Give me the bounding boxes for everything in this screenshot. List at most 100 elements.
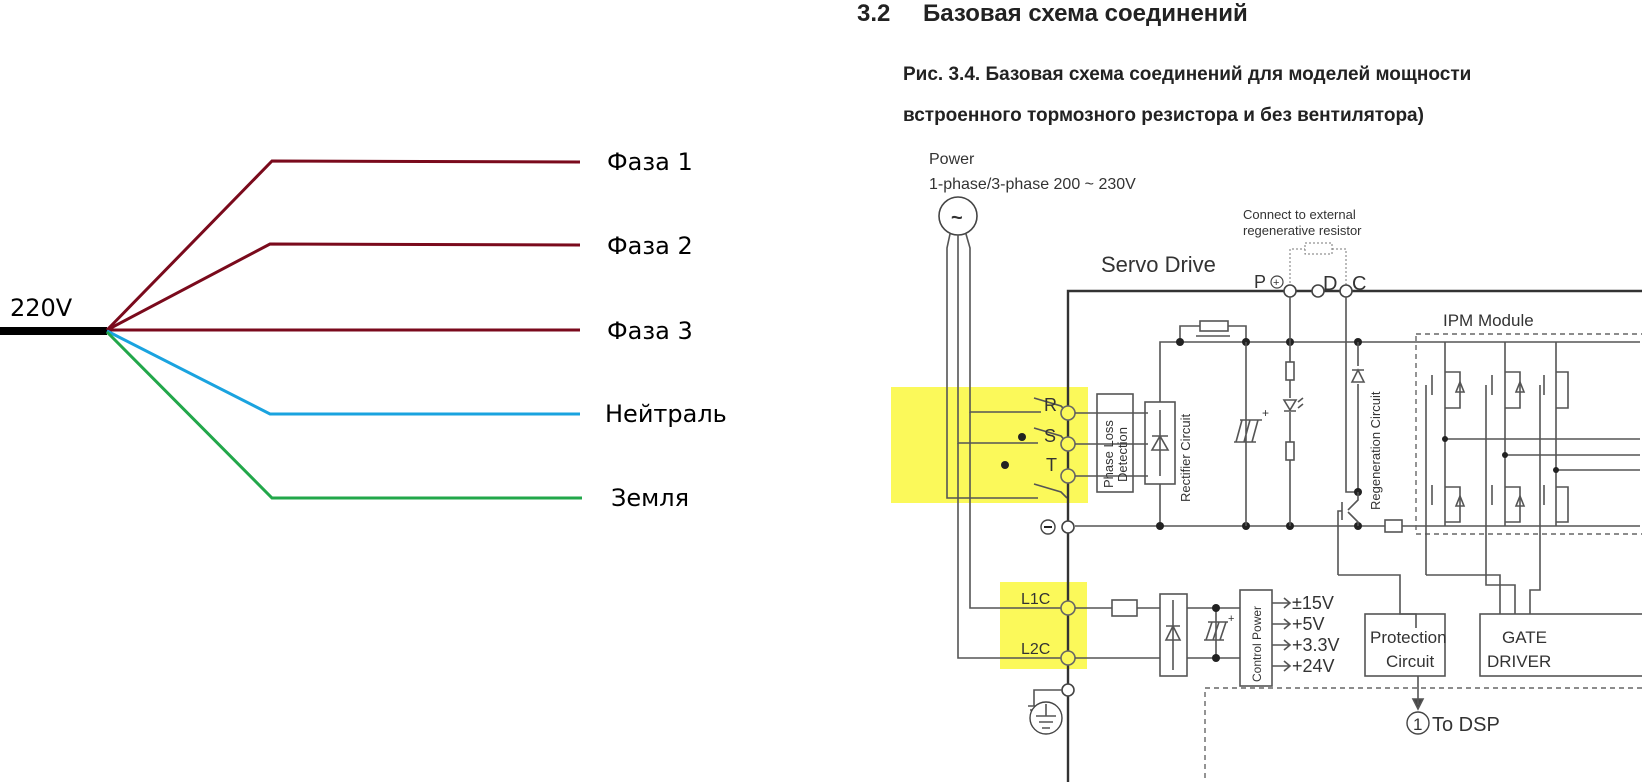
contactor-switch-t: [1030, 483, 1068, 499]
regen-transistor-icon: [1337, 492, 1359, 575]
inrush-relay: [1179, 325, 1247, 342]
terminal-p: [1283, 284, 1297, 298]
terminal-s-label: S: [1044, 426, 1056, 446]
protection-label-1: Protection: [1370, 628, 1447, 647]
dsp-ref-number: 1: [1413, 715, 1422, 734]
terminal-t: [1060, 468, 1076, 484]
rectifier-label: Rectifier Circuit: [1178, 413, 1193, 502]
terminal-d: [1311, 284, 1325, 298]
external-resistor-icon: [1304, 242, 1333, 255]
power-spec: 1-phase/3-phase 200 ~ 230V: [929, 176, 1136, 193]
capacitor-plus: +: [1262, 406, 1269, 420]
power-label: Power: [929, 151, 975, 168]
control-rectifier-block: [1159, 593, 1188, 677]
terminal-c: [1339, 284, 1353, 298]
terminal-d-label: D: [1323, 273, 1337, 295]
control-fuse: [1111, 599, 1138, 617]
output-15v: ±15V: [1292, 593, 1334, 613]
junction-dot: [1018, 433, 1026, 441]
rst-input-lines: [1075, 412, 1148, 477]
gate-drive-lines: [1426, 574, 1541, 614]
protection-circuit-block: [1364, 613, 1446, 677]
section-title: Базовая схема соединений: [923, 0, 1248, 27]
ground-wire: [1028, 689, 1062, 715]
led-resistor-2: [1285, 441, 1295, 461]
wire-phase-2: [106, 242, 581, 332]
inrush-resistor: [1199, 320, 1229, 332]
earth-symbol: [1036, 704, 1056, 729]
highlight-rst: [891, 387, 1088, 503]
wire-label-ground: Земля: [611, 484, 689, 512]
terminal-negative: [1061, 520, 1075, 534]
regen-diode-icon: [1350, 368, 1366, 383]
output-arrows: [1272, 597, 1292, 672]
terminal-s: [1060, 436, 1076, 452]
charge-led-icon: [1282, 397, 1304, 412]
terminal-l2c: [1060, 650, 1076, 666]
junction-dot: [1212, 604, 1220, 612]
current-sense-line: [1338, 574, 1417, 628]
terminal-r: [1060, 405, 1076, 421]
external-resistor-note-1: Connect to external: [1243, 207, 1356, 222]
junction-dot: [1156, 522, 1164, 530]
junction-dot: [1212, 654, 1220, 662]
diode-icon: [1150, 410, 1170, 476]
wire-label-neutral: Нейтраль: [605, 400, 727, 428]
wire-neutral: [106, 329, 580, 416]
feeder-wire-r: [965, 233, 1000, 413]
protection-to-dsp-arrow: [1411, 676, 1425, 711]
regeneration-label: Regeneration Circuit: [1368, 391, 1383, 510]
ground-terminal: [1061, 683, 1075, 697]
terminal-p-label: P: [1254, 272, 1266, 292]
wire-label-phase-1: Фаза 1: [607, 148, 693, 176]
figure-caption-line-1: Рис. 3.4. Базовая схема соединений для м…: [903, 64, 1472, 85]
gate-driver-label-2: DRIVER: [1487, 652, 1551, 671]
terminal-l1c: [1060, 600, 1076, 616]
gate-driver-block: [1479, 613, 1642, 677]
feeder-wire-t: [946, 233, 1030, 499]
phase-loss-detection-block: [1096, 393, 1134, 493]
output-3v3: +3.3V: [1292, 635, 1340, 655]
output-5v: +5V: [1292, 614, 1325, 634]
wire-phase-1: [105, 159, 581, 332]
junction-dot: [1001, 461, 1009, 469]
regen-diode-branch: [1345, 297, 1359, 493]
terminal-l2c-label: L2C: [1021, 641, 1050, 658]
phase-loss-label-2: Detection: [1115, 427, 1130, 482]
shunt-resistor: [1384, 519, 1403, 533]
plus-symbol-icon: [1270, 275, 1284, 289]
terminal-c-label: C: [1352, 273, 1366, 295]
ipm-igbt-bridge: [1425, 342, 1640, 575]
feeder-wire-l1c: [969, 412, 1067, 609]
gate-driver-label-1: GATE: [1502, 628, 1547, 647]
ipm-module-label: IPM Module: [1443, 311, 1534, 330]
terminal-t-label: T: [1046, 455, 1057, 475]
external-resistor-wire: [1289, 248, 1347, 287]
dc-bus-positive: [1159, 341, 1640, 402]
section-heading: 3.2 Базовая схема соединений: [857, 0, 1248, 28]
dc-bus-capacitor: [1234, 342, 1262, 526]
protection-label-2: Circuit: [1386, 652, 1434, 671]
wiring-fanout-diagram: 220V Фаза 1 Фаза 2 Фаза 3 Нейтраль Земля: [0, 148, 727, 512]
section-number: 3.2: [857, 0, 891, 27]
phase-loss-label-1: Phase Loss: [1101, 420, 1116, 488]
control-power-block: [1239, 589, 1273, 687]
external-resistor-note-2: regenerative resistor: [1243, 223, 1362, 238]
servo-drive-label: Servo Drive: [1101, 252, 1216, 277]
control-diode-icon: [1164, 600, 1182, 670]
figure-caption-line-2: встроенного тормозного резистора и без в…: [903, 105, 1424, 126]
feeder-wire-l2c: [957, 443, 1067, 659]
wire-label-phase-3: Фаза 3: [607, 317, 693, 345]
terminal-r-label: R: [1044, 395, 1057, 415]
source-voltage-label: 220V: [10, 294, 73, 322]
ipm-module-boundary: [1415, 333, 1642, 535]
led-resistor-1: [1285, 361, 1295, 381]
wire-ground: [105, 330, 582, 500]
output-24v: +24V: [1292, 656, 1335, 676]
control-power-label: Control Power: [1250, 606, 1264, 682]
servo-drive-boundary: [1066, 289, 1642, 782]
control-capacitor-plus: +: [1228, 613, 1234, 625]
dsp-area-boundary: [1204, 687, 1642, 782]
ac-symbol: ~: [951, 207, 963, 229]
